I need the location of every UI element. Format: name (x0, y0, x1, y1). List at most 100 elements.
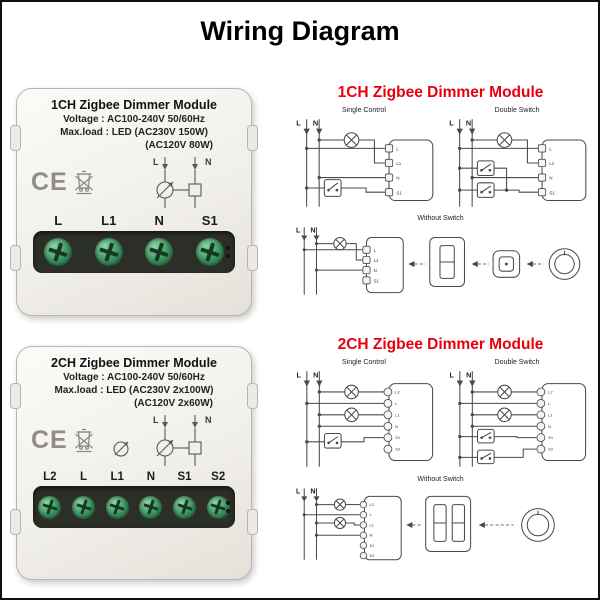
terminal-pad-label: L2 (369, 502, 373, 507)
terminal-label: L (79, 471, 88, 483)
switch-icon (323, 179, 342, 197)
terminal-pad-label: L (548, 401, 551, 406)
live-wire-label: L (449, 118, 454, 127)
terminal-pad (383, 433, 393, 443)
neutral-label: N (205, 157, 212, 167)
switch-icon (476, 182, 495, 198)
diagram-caption: Without Switch (417, 215, 464, 222)
terminal-pad-label: L (395, 401, 398, 406)
lamp-icon (333, 516, 346, 530)
neutral-wire-label: N (310, 226, 315, 234)
module-face: CE L N (17, 409, 251, 469)
weee-bin-icon (74, 428, 93, 453)
terminal-label: S1 (201, 213, 218, 228)
rotary-knob-icon (520, 508, 555, 542)
terminal-pad (383, 410, 393, 420)
terminal-pad (362, 266, 370, 275)
terminal-screw (173, 495, 197, 519)
terminal-pad (536, 410, 546, 420)
terminal-pad-label: N (369, 533, 372, 538)
terminal-screw (145, 238, 174, 266)
switch-terminal-icon (188, 183, 202, 197)
terminal-pad-label: S2 (369, 553, 374, 558)
neutral-wire-label: N (313, 118, 318, 127)
module-name: 1CH Zigbee Dimmer Module (51, 98, 217, 112)
terminal-labels: L L1 N S1 (33, 213, 235, 228)
terminal-pad (359, 551, 367, 560)
neutral-wire-label: N (466, 118, 471, 127)
diagram-single-control-2ch: Single Control L N (291, 359, 437, 473)
supply-wires: L N (296, 118, 323, 207)
terminal-label: L (54, 213, 63, 228)
lamp-icon (497, 384, 512, 400)
terminal-pad-label: L1 (396, 161, 401, 166)
diagram-caption: Double Switch (494, 107, 540, 114)
mounting-tab (247, 383, 258, 409)
wires (304, 138, 387, 193)
terminal-pad (537, 144, 547, 153)
terminal-pad-label: N (548, 424, 551, 429)
dimmer-symbol-icon (156, 181, 174, 199)
live-wire-label: L (296, 370, 301, 379)
wires (458, 390, 537, 460)
terminal-pad (537, 173, 547, 182)
diagram-caption: Single Control (342, 107, 386, 114)
terminal-pad (362, 255, 370, 264)
terminal-label: N (146, 471, 155, 483)
lamp-icon (344, 384, 359, 400)
product-module-2ch: 2CH Zigbee Dimmer Module Voltage : AC100… (10, 346, 258, 580)
terminal-pad (537, 188, 547, 197)
without-switch-2ch-svg: L N (296, 487, 555, 561)
live-wire-label: L (296, 118, 301, 127)
terminal-pad (359, 511, 367, 519)
terminal-pad-label: N (549, 176, 552, 181)
diagram-row: Single Control L N (291, 359, 590, 473)
diagram-row: Single Control L N (291, 107, 590, 212)
live-wire-label: L (449, 370, 454, 379)
neutral-wire-label: N (466, 370, 471, 379)
terminal-pad (359, 541, 367, 550)
vent-holes (226, 246, 230, 258)
lamp-icon (497, 407, 512, 423)
terminal-pad-label: S2 (548, 447, 554, 452)
diagram-caption: Double Switch (494, 359, 540, 366)
switch-terminal-icon (188, 441, 202, 455)
terminal-pad (359, 521, 367, 529)
dashed-arrow (526, 260, 544, 268)
terminal-label: L2 (43, 471, 57, 483)
smart-button-icon (492, 250, 520, 278)
vent-holes (226, 501, 230, 513)
terminal-pad-label: N (396, 176, 399, 181)
section-2ch: 2CH Zigbee Dimmer Module Single Control … (291, 336, 590, 566)
terminal-labels: L2 L L1 N S1 S2 (33, 471, 235, 483)
dimmer-symbol-icon (156, 439, 174, 457)
terminal-pad (536, 387, 546, 397)
wall-switch-icon (428, 236, 465, 288)
terminal-pad (536, 421, 546, 431)
mounting-tab (247, 509, 258, 535)
terminal-screw (105, 495, 129, 519)
diagram-without-switch-2ch: Without Switch L N (291, 476, 590, 566)
lamp-icon (344, 407, 359, 423)
terminal-label: L1 (110, 471, 124, 483)
terminal-pad (359, 500, 367, 509)
terminal-pad-label: L (373, 248, 376, 253)
lamp-icon (496, 132, 513, 148)
module-max-load: Max.load : LED (AC230V 2x100W) (54, 385, 214, 396)
section-1ch: 1CH Zigbee Dimmer Module Single Control … (291, 84, 590, 301)
terminal-pad-label: S1 (369, 543, 375, 548)
terminal-pad (384, 173, 394, 182)
wall-switch-icon (424, 495, 471, 553)
dashed-arrow (478, 521, 513, 529)
section-heading: 2CH Zigbee Dimmer Module (337, 336, 544, 353)
terminal-pad (536, 399, 546, 408)
dimmer-module-outline: L L1 N S1 (384, 139, 434, 202)
terminal-screw (94, 238, 123, 266)
wires (305, 390, 384, 444)
terminal-pad (384, 188, 394, 197)
dashed-arrow (407, 260, 426, 268)
mounting-tab (247, 125, 258, 151)
terminal-pad-label: L1 (373, 258, 378, 263)
mounting-tab (10, 509, 21, 535)
